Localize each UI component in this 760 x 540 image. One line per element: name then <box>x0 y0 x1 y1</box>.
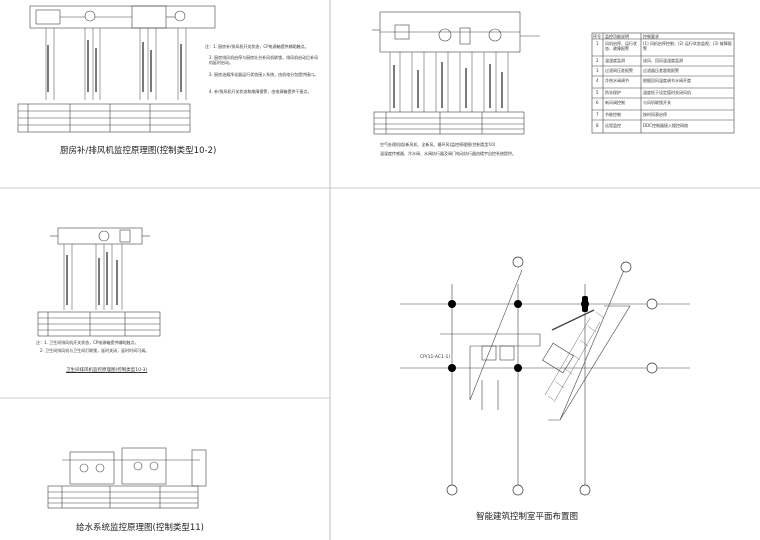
plan-columns <box>448 296 589 372</box>
kitchen-schematic <box>17 5 216 133</box>
legend-header-req: 控制要求 <box>643 34 659 39</box>
ahu-note-1: 空气处理机组(新风机、全新风、循环风)监控原理图(控制类型10) <box>380 142 496 147</box>
legend-row-func: 温湿度监测 <box>605 58 625 63</box>
toilet-note-1: 注：1. 卫生间排风机开关状态，CP电源箱提供辅助触点。 <box>36 340 139 345</box>
ahu-schematic <box>372 11 540 135</box>
legend-header-no: 序号 <box>593 34 601 39</box>
legend-row-no: 5 <box>596 90 599 95</box>
legend-row-func: 过滤网压差报警 <box>605 68 633 73</box>
legend-row-req: (1) 风机启停控制；(2) 运行状态监视；(3) 故障报警 <box>643 41 732 51</box>
water-schematic <box>47 447 207 509</box>
toilet-schematic <box>37 227 161 337</box>
kitchen-note-3: 3. 厨房油烟净化器运行状态接入系统，由机电分包提供接口。 <box>209 72 319 77</box>
legend-table-grid <box>591 32 735 134</box>
legend-row-func: 节能控制 <box>605 112 621 117</box>
kitchen-note-2: 2. 厨房排风机启停与厨房灶台补风机联锁，排风机启动后补风机延时启动。 <box>209 55 319 65</box>
legend-row-req: 温度低于设定值时关闭风机 <box>643 90 691 95</box>
legend-row-func: 风机启停、运行状态、故障报警 <box>605 41 637 51</box>
legend-row-no: 4 <box>596 78 599 83</box>
legend-row-req: 送风、回风温湿度监测 <box>643 58 683 63</box>
legend-row-func: 防冻保护 <box>605 90 621 95</box>
legend-row-no: 6 <box>596 100 599 105</box>
toilet-note-2: 2. 卫生间排风机与卫生间灯联锁，延时关闭，延时时间可调。 <box>40 348 150 353</box>
legend-row-no: 3 <box>596 68 599 73</box>
legend-row-req: 过滤器压差超限报警 <box>643 68 679 73</box>
kitchen-title: 厨房补/排风机监控原理图(控制类型10-2) <box>60 146 217 156</box>
plan-grid <box>400 269 690 490</box>
legend-row-req: 与风机联锁开关 <box>643 100 671 105</box>
plan-room-label: CP(11-AC1-1) <box>420 355 451 360</box>
legend-row-no: 7 <box>596 112 599 117</box>
legend-row-func: 冷热水阀调节 <box>605 78 629 83</box>
plan-axis-bubbles <box>446 256 658 496</box>
legend-row-func: 远程监控 <box>605 123 621 128</box>
legend-row-func: 新风阀控制 <box>605 100 625 105</box>
toilet-title: 卫生间排风机监控原理图(控制类型10-3) <box>66 368 148 373</box>
legend-row-no: 1 <box>596 41 599 46</box>
legend-row-req: DDC控制器接入楼控网络 <box>643 123 688 128</box>
legend-header-func: 监控功能说明 <box>605 34 629 39</box>
legend-row-no: 2 <box>596 58 599 63</box>
water-title: 给水系统监控原理图(控制类型11) <box>76 523 204 533</box>
kitchen-note-1: 注：1. 厨房补/排风机开关状态，CP电源箱提供辅助触点。 <box>205 44 309 49</box>
legend-row-req: 根据回风温度调节水阀开度 <box>643 78 691 83</box>
plan-title: 智能建筑控制室平面布置图 <box>476 512 579 522</box>
ahu-note-2: 温湿度传感器、冷水阀、水阀执行器及阀门电动执行器由楼宇自控系统提供。 <box>380 151 516 156</box>
kitchen-note-4: 4. 补/排风机开关状态和故障报警，由电源箱提供干接点。 <box>209 89 312 94</box>
legend-row-no: 8 <box>596 123 599 128</box>
plan-wall-hatch <box>547 311 605 403</box>
legend-row-req: 按时间表启停 <box>643 112 667 117</box>
